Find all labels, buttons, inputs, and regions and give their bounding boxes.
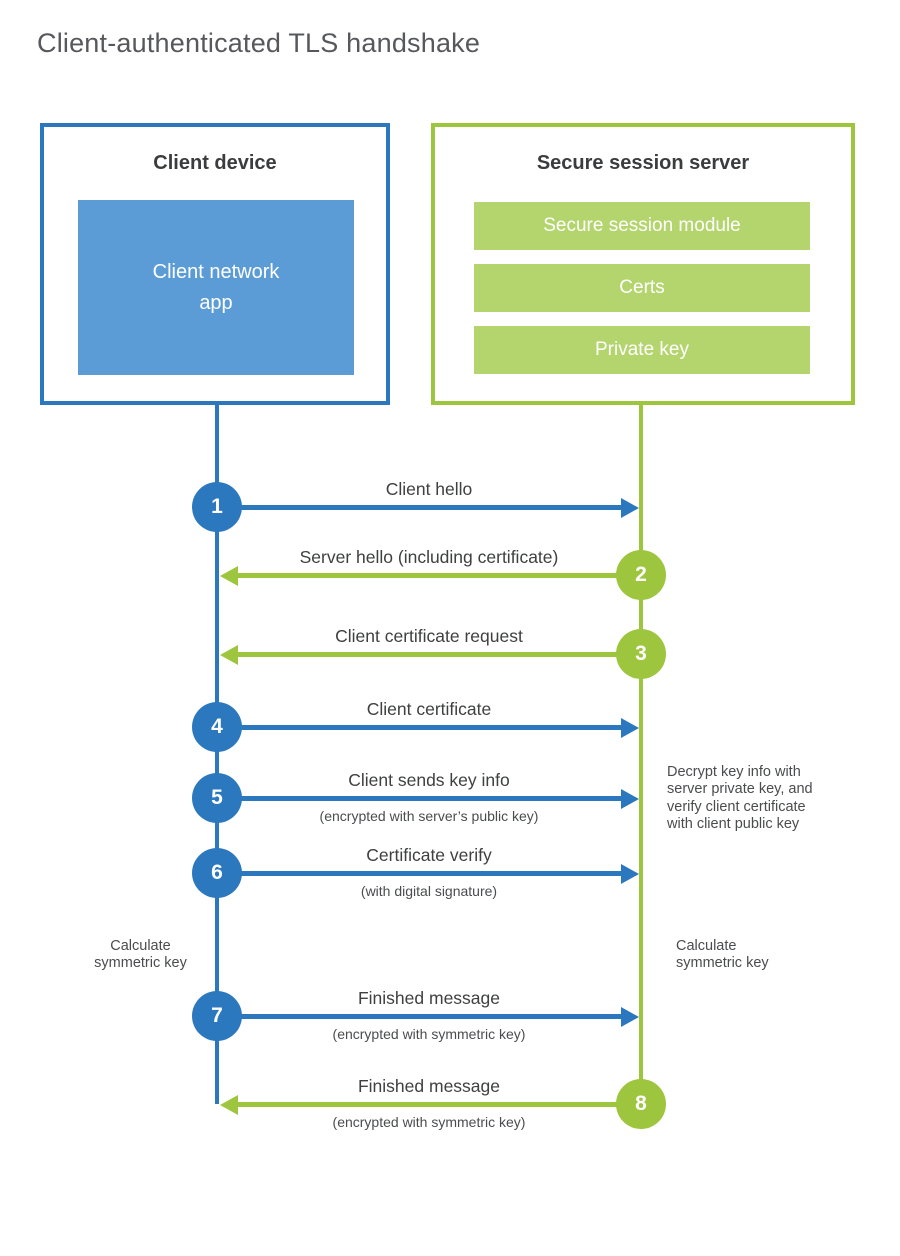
step-circle-7: 7 bbox=[192, 991, 242, 1041]
calculate-symmetric-key-note-client: Calculate symmetric key bbox=[94, 938, 187, 972]
arrow-client-hello bbox=[216, 497, 639, 518]
arrow-certificate-verify bbox=[216, 863, 639, 884]
client-network-app-label: Client network app bbox=[152, 260, 280, 314]
arrow-server-hello bbox=[220, 565, 643, 586]
server-module-secure-session: Secure session module bbox=[474, 202, 810, 250]
step-number-4: 4 bbox=[211, 715, 223, 738]
message-label-1: Client hello bbox=[385, 479, 473, 499]
message-sublabel-8: (encrypted with symmetric key) bbox=[332, 1114, 526, 1130]
server-module-private-key: Private key bbox=[474, 326, 810, 374]
calculate-symmetric-key-note-server: Calculate symmetric key bbox=[676, 938, 769, 972]
message-label-8: Finished message bbox=[357, 1076, 501, 1096]
client-device-title: Client device bbox=[153, 152, 277, 174]
message-sublabel-7: (encrypted with symmetric key) bbox=[332, 1026, 526, 1042]
arrow-finished-message-client bbox=[216, 1006, 639, 1027]
step-number-7: 7 bbox=[211, 1004, 223, 1027]
step-circle-3: 3 bbox=[616, 629, 666, 679]
decrypt-key-info-note: Decrypt key info with server private key… bbox=[667, 764, 813, 833]
page-title: Client-authenticated TLS handshake bbox=[37, 28, 481, 58]
secure-session-server-title: Secure session server bbox=[536, 152, 750, 174]
step-circle-2: 2 bbox=[616, 550, 666, 600]
message-label-3: Client certificate request bbox=[335, 626, 523, 646]
server-module-certs: Certs bbox=[474, 264, 810, 312]
message-sublabel-5: (encrypted with server’s public key) bbox=[319, 808, 539, 824]
client-lifeline bbox=[215, 404, 219, 1104]
arrow-client-sends-key-info bbox=[216, 788, 639, 809]
step-number-3: 3 bbox=[635, 642, 647, 665]
server-lifeline bbox=[639, 404, 643, 1106]
message-label-6: Certificate verify bbox=[366, 845, 492, 865]
arrow-finished-message-server bbox=[220, 1094, 643, 1115]
message-label-2: Server hello (including certificate) bbox=[299, 547, 559, 567]
step-circle-4: 4 bbox=[192, 702, 242, 752]
message-label-4: Client certificate bbox=[366, 699, 492, 719]
step-circle-5: 5 bbox=[192, 773, 242, 823]
step-number-2: 2 bbox=[635, 563, 647, 586]
step-circle-8: 8 bbox=[616, 1079, 666, 1129]
arrow-client-certificate-request bbox=[220, 644, 643, 665]
step-number-8: 8 bbox=[635, 1092, 647, 1115]
message-label-7: Finished message bbox=[357, 988, 501, 1008]
message-sublabel-6: (with digital signature) bbox=[360, 883, 498, 899]
step-circle-6: 6 bbox=[192, 848, 242, 898]
secure-session-server-box: Secure session server Secure session mod… bbox=[431, 123, 855, 405]
arrow-client-certificate bbox=[216, 717, 639, 738]
step-circle-1: 1 bbox=[192, 482, 242, 532]
step-number-5: 5 bbox=[211, 786, 223, 809]
step-number-6: 6 bbox=[211, 861, 223, 884]
message-label-5: Client sends key info bbox=[348, 770, 510, 790]
client-network-app-box: Client network app bbox=[78, 200, 354, 375]
client-device-box: Client device Client network app bbox=[40, 123, 390, 405]
step-number-1: 1 bbox=[211, 495, 223, 518]
